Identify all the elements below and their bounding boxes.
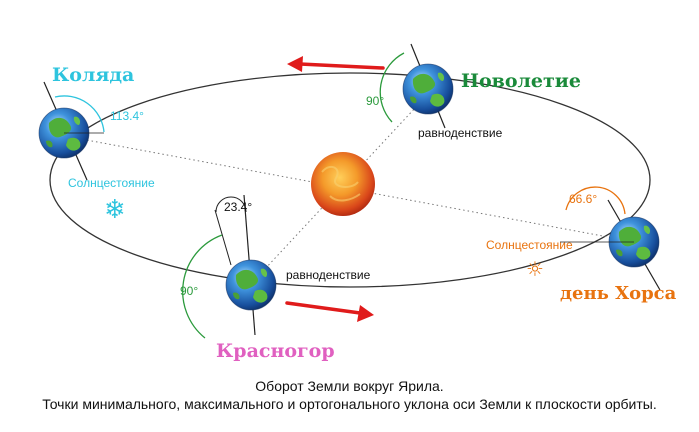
tilt-arc-krasnogor <box>215 196 247 213</box>
earth-krasnogor <box>214 194 277 336</box>
angle-tilt-krasnogor: 23.4° <box>224 200 252 214</box>
angle-arc-kolyada <box>54 95 105 133</box>
season-name-novoletie: Новолетие <box>461 70 581 92</box>
label-krasnogor: равноденствие <box>286 268 371 282</box>
season-name-kolyada: Колядa <box>52 64 134 86</box>
angle-novoletie: 90° <box>366 94 384 108</box>
label-kolyada: Солнцестояние <box>68 176 155 190</box>
snowflake-icon: ❄ <box>104 195 126 225</box>
angle-arc-khors <box>565 186 626 215</box>
label-novoletie: равноденствие <box>418 126 503 140</box>
earth-novoletie <box>402 43 454 129</box>
season-name-krasnogor: Красногор <box>216 340 335 362</box>
label-khors: Солнцестояние <box>486 238 573 252</box>
angle-krasnogor: 90° <box>180 284 198 298</box>
earth-kolyada <box>38 81 90 181</box>
sun <box>311 152 375 216</box>
sun-symbol-icon: ☼ <box>526 257 544 281</box>
angle-kolyada: 113.4° <box>110 109 144 123</box>
angle-arc-krasnogor <box>182 234 223 339</box>
angle-arc-novoletie <box>379 52 405 123</box>
orbit-ellipse <box>49 72 651 288</box>
direction-arrow-bottom <box>285 301 374 322</box>
angle-khors: 66.6° <box>569 192 597 206</box>
caption-description: Точки минимального, максимального и орто… <box>42 396 657 412</box>
direction-arrow-top <box>287 56 385 72</box>
season-name-khors: день Хорса <box>560 283 677 304</box>
caption-title: Оборот Земли вокруг Ярила. <box>255 378 444 394</box>
earth-khors <box>607 199 661 291</box>
